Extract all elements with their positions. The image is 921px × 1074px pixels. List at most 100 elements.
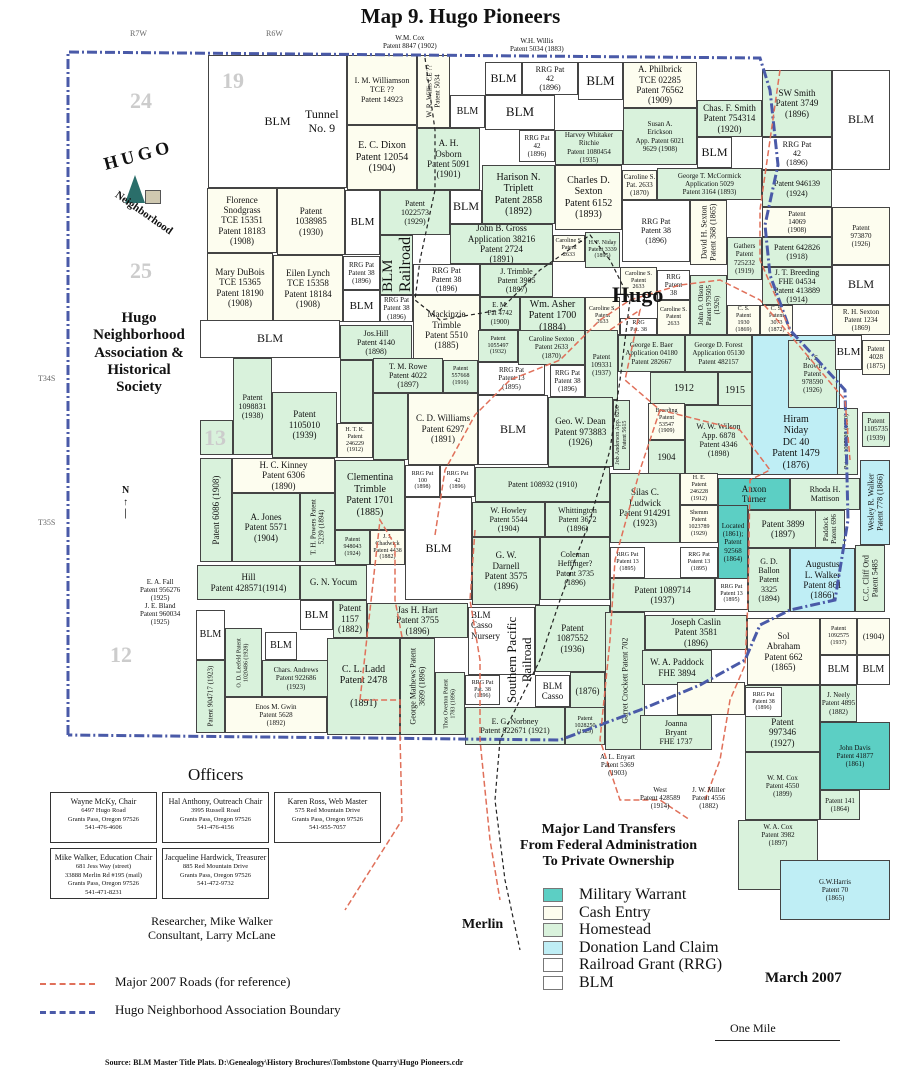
section-number: 19 [222, 68, 244, 93]
legend-label: BLM [579, 973, 614, 991]
parcel-label: RRG Pat Patent 13 (1895) [720, 583, 743, 604]
parcel-rrg: RRG Pat Patent 13 (1895) [715, 578, 748, 610]
legend-item: Military Warrant [543, 886, 686, 904]
parcel-homestead: E. M. Pat 4742 (1900) [480, 297, 520, 330]
parcel-label: C. S. Patent 1930 (1869) [735, 306, 752, 333]
parcel-homestead: W. M. Cox Patent 4550 (1899) [745, 752, 820, 820]
parcel-label: Coleman Heffinger? Patent 3735 (1896) [556, 550, 594, 587]
parcel-label: BLM [199, 629, 222, 641]
parcel-blm: BLM [450, 95, 485, 128]
parcel-blm: BLM [343, 290, 380, 322]
parcel-label: Caroline S. Patent 2633 [555, 238, 583, 258]
parcel-label: G. N. Yocum [309, 577, 358, 588]
parcel-label: C. S. Patent 3073 (1872) [768, 306, 785, 333]
parcel-label: Chas. F. Smith Patent 754314 (1920) [703, 102, 756, 134]
parcel-label: RRG Pat Patent 13 (1895) [687, 552, 711, 572]
parcel-cash: Caroline S. Pat. 2633 (1870) [622, 170, 657, 200]
parcel-label: W. Howley Patent 5544 (1904) [489, 505, 528, 534]
parcel-cash: Sol Abraham Patent 662 (1865) [747, 618, 820, 685]
north-label: N [122, 485, 130, 496]
parcel-homestead: Hill Patent 428571(1914) [197, 565, 300, 600]
parcel-homestead: (1876) [570, 672, 605, 710]
parcel-homestead: W. Howley Patent 5544 (1904) [472, 502, 545, 537]
parcel-label: Patent 642826 (1918) [774, 242, 820, 261]
range-label-r6w: R6W [266, 29, 283, 38]
parcel-label: BLM [452, 199, 479, 214]
parcel-homestead: H. F. Niday Patent 3339 (1895) [585, 232, 620, 268]
parcel-label: Patent 1089714 (1937) [634, 584, 691, 605]
parcel-homestead: Patent 1105735 (1939) [862, 412, 890, 447]
parcel-label: Patent 946139 (1924) [774, 179, 820, 198]
parcel-rrg: RRG Pat Patent 38 (1896) [550, 365, 585, 397]
parcel-cash: Caroline S. Patent 2633 [553, 235, 585, 262]
parcel-homestead [340, 360, 373, 423]
parcel-blm: BLM [478, 395, 548, 465]
parcel-label: RRG Pat Patent 38 (1896) [752, 691, 775, 712]
boundary-legend-line [40, 1011, 95, 1014]
hugo-town-label: Hugo [612, 282, 664, 307]
parcel-label: BLM [490, 70, 517, 85]
parcel-label: C. D. Williams Patent 6297 (1891) [416, 413, 470, 445]
officer-contact: 6497 Hugo Road Grants Pass, Oregon 97526… [67, 807, 140, 832]
parcel-homestead: Patent 1157 (1882) [333, 600, 367, 638]
parcel-homestead: Chas. F. Smith Patent 754314 (1920) [697, 100, 762, 137]
parcel-homestead: Garret Crockett Patent 702 [605, 612, 645, 750]
parcel-label: Silas C. Ludwick Patent 914291 (1923) [619, 487, 671, 529]
parcel-label: Patent 1092575 (1937) [828, 626, 849, 646]
parcel-homestead: Patent 557668 (1916) [443, 360, 478, 393]
parcel-cash: Mackinzie Trimble Patent 5510 (1885) [413, 295, 480, 365]
parcel-homestead: Patent 1022573 (1929) [380, 190, 450, 235]
parcel-label: George E. Baer Application 04180 Patent … [625, 341, 678, 366]
legend-swatch [543, 888, 563, 902]
parcel-homestead: W. A. Paddock FHE 3894 [642, 650, 712, 685]
parcel-blm: BLM [300, 600, 333, 630]
parcel-homestead: Thos Overton Patent 1783 (1896) [435, 672, 465, 735]
parcel-label: Florence Snodgrass TCE 15351 Patent 1818… [218, 194, 266, 247]
parcel-label: BLM [701, 144, 728, 159]
parcel-homestead: Patent 1028250 (1929) [565, 707, 605, 745]
legend-label: Military Warrant [579, 886, 687, 903]
parcel-homestead: George T. McCormick Application 5029 Pat… [657, 168, 762, 200]
parcel-label: Wesley R. Walker Patent 778 (1866) [865, 473, 884, 532]
legend-label: Donation Land Claim [579, 938, 719, 956]
parcel-label: Caroline Sexton Patent 2633 (1870) [528, 335, 575, 360]
parcel-homestead: George Mathews Patent 3699 (1896) [400, 638, 435, 735]
parcel-blm: BLM [345, 190, 380, 255]
parcel-homestead: O. D. Leefeld Patent 1020486 (1928) [225, 628, 262, 697]
parcel-label: C. L. Ladd Patent 2478 (1891) [339, 663, 388, 710]
parcel-homestead: C. L. Ladd Patent 2478 (1891) [327, 638, 400, 735]
parcel-homestead: J. Neely Patent 4895 (1882) [820, 685, 857, 722]
parcel-homestead: Gathers Patent 725232 (1919) [727, 237, 762, 280]
parcel-homestead: Joanna Bryant FHE 1737 [640, 715, 712, 750]
parcel-label: Joseph Caslin Patent 3581 (1896) [671, 616, 721, 648]
parcel-label: Susan A. Erickson App. Patent 6021 9629 … [635, 120, 685, 153]
parcel-blm: BLM [835, 335, 862, 370]
railroad-label: Railroad [397, 236, 414, 292]
parcel-label: Patent 904717 (1923) [206, 666, 215, 727]
parcel-homestead: Patent 1087552 (1936) [535, 605, 610, 672]
parcel-homestead: Patent 1105010 (1939) [272, 392, 337, 458]
parcel-label: BLM [827, 664, 850, 676]
parcel-label: E. G. Norbney Patent 822671 (1921) [480, 716, 550, 735]
parcel-label: Charles D. Sexton Patent 6152 (1893) [564, 174, 613, 221]
parcel-homestead: Patent 1087920 (1930) [837, 408, 858, 475]
parcel-label: (1904) [862, 631, 885, 641]
parcel-label: A. Philbrick TCE 02285 Patent 76562 (190… [636, 64, 684, 106]
parcel-homestead: Chars. Andrews Patent 922686 (1923) [262, 660, 330, 697]
parcel-label: Chars. Andrews Patent 922686 (1923) [273, 666, 319, 691]
parcel-label: Mackinzie Trimble Patent 5510 (1885) [425, 309, 468, 351]
parcel-label: C.C. Cliff Ord Patent 5485 [860, 555, 879, 602]
parcel-homestead: Patent 1098831 (1938) [233, 358, 272, 455]
parcel-label: Patent 6086 (1908) [210, 475, 221, 545]
legend-swatch [543, 958, 563, 972]
parcel-label: G. D. Ballon Patent 3325 (1894) [758, 557, 780, 603]
parcel-label: Patent 1105010 (1939) [288, 409, 321, 441]
parcel-homestead: George E. Baer Application 04180 Patent … [618, 335, 685, 372]
north-arrow: N↑| [122, 485, 130, 519]
parcel-label: Shemm Patent 1023789 (1929) [688, 510, 710, 537]
parcel-homestead: Patent 108932 (1910) [475, 467, 610, 502]
legend-swatch [543, 905, 563, 920]
parcel-homestead [373, 393, 408, 460]
parcel-cash: C. S. Patent 1930 (1869) [727, 305, 760, 335]
